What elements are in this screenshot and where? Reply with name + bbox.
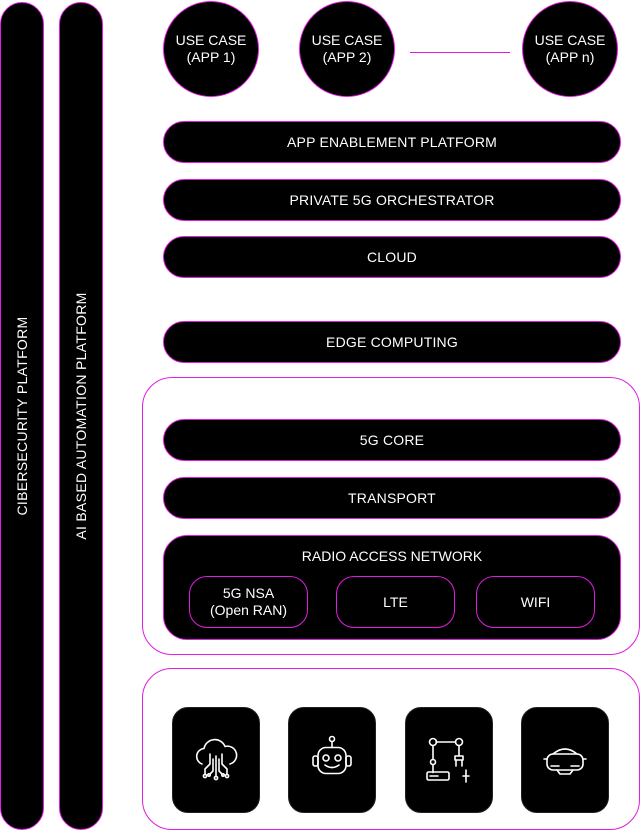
app-enablement-platform-label: APP ENABLEMENT PLATFORM xyxy=(287,134,497,150)
use-case-title: USE CASE xyxy=(311,32,383,48)
use-case-app: (APP n) xyxy=(545,49,595,65)
use-case-app-1: USE CASE (APP 1) xyxy=(163,1,259,97)
radio-access-network-title: RADIO ACCESS NETWORK xyxy=(301,548,483,564)
vr-device-tile xyxy=(521,707,609,813)
transport-layer: TRANSPORT xyxy=(163,477,621,519)
5g-nsa-open-ran-box: 5G NSA (Open RAN) xyxy=(189,576,308,628)
use-case-app: (APP 2) xyxy=(322,49,372,65)
cybersecurity-platform-bar: CIBERSECURITY PLATFORM xyxy=(0,2,44,830)
lte-box: LTE xyxy=(336,576,455,628)
5g-nsa-label: 5G NSA xyxy=(222,585,275,601)
use-case-title: USE CASE xyxy=(534,32,606,48)
lte-label: LTE xyxy=(383,593,408,610)
open-ran-label: (Open RAN) xyxy=(209,602,288,618)
ai-automation-platform-label: AI BASED AUTOMATION PLATFORM xyxy=(73,292,89,540)
edge-computing-layer: EDGE COMPUTING xyxy=(163,321,621,363)
wifi-label: WIFI xyxy=(520,593,551,610)
app-enablement-platform-layer: APP ENABLEMENT PLATFORM xyxy=(163,121,621,163)
robot-device-tile xyxy=(288,707,376,813)
cybersecurity-platform-label: CIBERSECURITY PLATFORM xyxy=(14,316,30,516)
cloud-circuit-icon xyxy=(195,738,238,781)
use-case-app-2: USE CASE (APP 2) xyxy=(299,1,395,97)
5g-core-layer: 5G CORE xyxy=(163,419,621,461)
vr-headset-icon xyxy=(543,748,587,775)
cloud-label: CLOUD xyxy=(366,249,417,265)
cloud-layer: CLOUD xyxy=(163,236,621,278)
transport-label: TRANSPORT xyxy=(348,490,436,506)
robotic-arm-icon xyxy=(426,737,470,783)
edge-computing-label: EDGE COMPUTING xyxy=(326,334,458,350)
radio-access-network-block: RADIO ACCESS NETWORK 5G NSA (Open RAN) L… xyxy=(163,535,621,640)
cloud-device-tile xyxy=(172,707,260,813)
use-case-app-n: USE CASE (APP n) xyxy=(522,1,618,97)
use-case-app: (APP 1) xyxy=(186,49,236,65)
ai-automation-platform-bar: AI BASED AUTOMATION PLATFORM xyxy=(59,2,103,830)
5g-core-label: 5G CORE xyxy=(359,432,425,448)
robot-head-icon xyxy=(312,735,352,775)
robot-arm-device-tile xyxy=(405,707,493,813)
private-5g-orchestrator-layer: PRIVATE 5G ORCHESTRATOR xyxy=(163,179,621,221)
use-case-title: USE CASE xyxy=(175,32,247,48)
use-case-connector-line xyxy=(410,52,510,53)
wifi-box: WIFI xyxy=(476,576,595,628)
private-5g-orchestrator-label: PRIVATE 5G ORCHESTRATOR xyxy=(289,192,495,208)
